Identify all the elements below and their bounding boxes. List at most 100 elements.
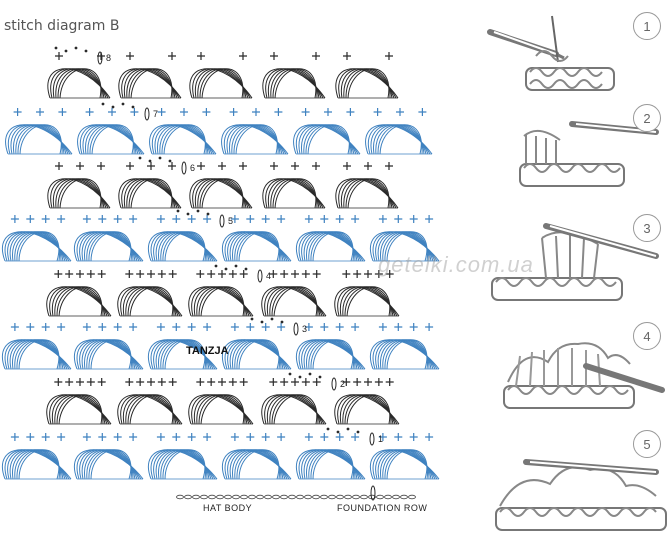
- step-illustration-4: 4: [486, 320, 667, 412]
- sc-stitch: [156, 323, 165, 331]
- sc-stitch: [409, 323, 418, 331]
- sc-stitch: [36, 108, 44, 116]
- sc-stitch: [172, 433, 181, 441]
- stitch-group: [2, 449, 72, 480]
- sc-stitch: [246, 433, 255, 441]
- sc-stitch: [394, 433, 403, 441]
- foundation-chain: [288, 494, 296, 500]
- watermark: getelki.com.ua: [378, 252, 534, 277]
- sc-stitch: [156, 433, 165, 441]
- sc-stitch: [147, 162, 155, 170]
- sc-stitch: [364, 162, 372, 170]
- sc-stitch: [172, 323, 181, 331]
- sc-stitch: [98, 323, 107, 331]
- sc-stitch: [10, 215, 19, 223]
- sc-stitch: [203, 323, 212, 331]
- sc-stitch: [228, 378, 237, 386]
- start-loop: [370, 485, 376, 501]
- sc-stitch: [335, 433, 344, 441]
- stitch-group: [222, 231, 292, 262]
- sc-stitch: [197, 52, 205, 60]
- foundation-chain: [400, 494, 408, 500]
- slip-stitch-dot: [186, 212, 190, 216]
- stitch-group: [74, 449, 144, 480]
- sc-stitch: [353, 270, 362, 278]
- stitch-group: [334, 394, 400, 425]
- sc-stitch: [82, 215, 91, 223]
- label-foundation-row: FOUNDATION ROW: [337, 503, 428, 513]
- foundation-chain: [240, 494, 248, 500]
- stitch-group: [46, 286, 112, 317]
- slip-stitch-dot: [250, 317, 254, 321]
- sc-stitch: [147, 378, 155, 386]
- sc-stitch: [57, 433, 66, 441]
- sc-stitch: [196, 270, 205, 278]
- stitch-group: [370, 449, 440, 480]
- sc-stitch: [425, 215, 434, 223]
- stitch-group: [118, 178, 182, 209]
- foundation-chain: [360, 494, 368, 500]
- foundation-chain: [248, 494, 256, 500]
- turning-chain: [181, 161, 187, 175]
- sc-stitch: [409, 433, 418, 441]
- foundation-chain: [224, 494, 232, 500]
- sc-stitch: [168, 162, 176, 170]
- sc-stitch: [168, 52, 176, 60]
- turning-chain: [257, 269, 263, 283]
- sc-stitch: [136, 378, 145, 386]
- stitch-group: [188, 286, 254, 317]
- sc-stitch: [97, 378, 106, 386]
- sc-stitch: [291, 270, 299, 278]
- sc-stitch: [129, 433, 138, 441]
- sc-stitch: [346, 108, 355, 116]
- slip-stitch-dot: [288, 372, 292, 376]
- slip-stitch-dot: [336, 430, 340, 434]
- stitch-group: [293, 124, 361, 155]
- row-number: 2: [340, 379, 345, 389]
- sc-stitch: [130, 108, 139, 116]
- sc-stitch: [168, 270, 177, 278]
- sc-stitch: [26, 433, 35, 441]
- sc-stitch: [207, 378, 216, 386]
- slip-stitch-dot: [326, 427, 330, 431]
- sc-stitch: [304, 323, 313, 331]
- sc-stitch: [280, 378, 289, 386]
- step-illustration-5: 5: [486, 428, 667, 532]
- sc-stitch: [277, 215, 286, 223]
- slip-stitch-dot: [224, 267, 228, 271]
- sc-stitch: [394, 323, 403, 331]
- sc-stitch: [13, 108, 22, 116]
- sc-stitch: [343, 162, 351, 170]
- foundation-chain: [336, 494, 344, 500]
- foundation-chain: [376, 494, 384, 500]
- sc-stitch: [172, 215, 181, 223]
- slip-stitch-dot: [74, 46, 78, 50]
- step-illustration-1: 1: [486, 10, 667, 102]
- foundation-chain: [344, 494, 352, 500]
- stitch-group: [334, 286, 400, 317]
- sc-stitch: [98, 433, 107, 441]
- sc-stitch: [230, 323, 239, 331]
- sc-stitch: [113, 323, 122, 331]
- sc-stitch: [58, 108, 67, 116]
- sc-stitch: [301, 378, 310, 386]
- foundation-chain: [304, 494, 312, 500]
- stitch-group: [118, 68, 182, 99]
- step-3-drawing: [491, 223, 659, 301]
- foundation-chain: [256, 494, 264, 500]
- sc-stitch: [76, 378, 84, 386]
- sc-stitch: [291, 378, 299, 386]
- stitch-group: [296, 231, 366, 262]
- sc-stitch: [378, 215, 387, 223]
- sc-stitch: [351, 323, 360, 331]
- sc-stitch: [157, 108, 166, 116]
- step-1-drawing: [487, 15, 615, 91]
- sc-stitch: [312, 270, 321, 278]
- sc-stitch: [335, 215, 344, 223]
- sc-stitch: [41, 215, 50, 223]
- sc-stitch: [113, 215, 122, 223]
- sc-stitch: [187, 215, 196, 223]
- turning-chain: [293, 322, 299, 336]
- stitch-group: [261, 394, 327, 425]
- sc-stitch: [342, 270, 351, 278]
